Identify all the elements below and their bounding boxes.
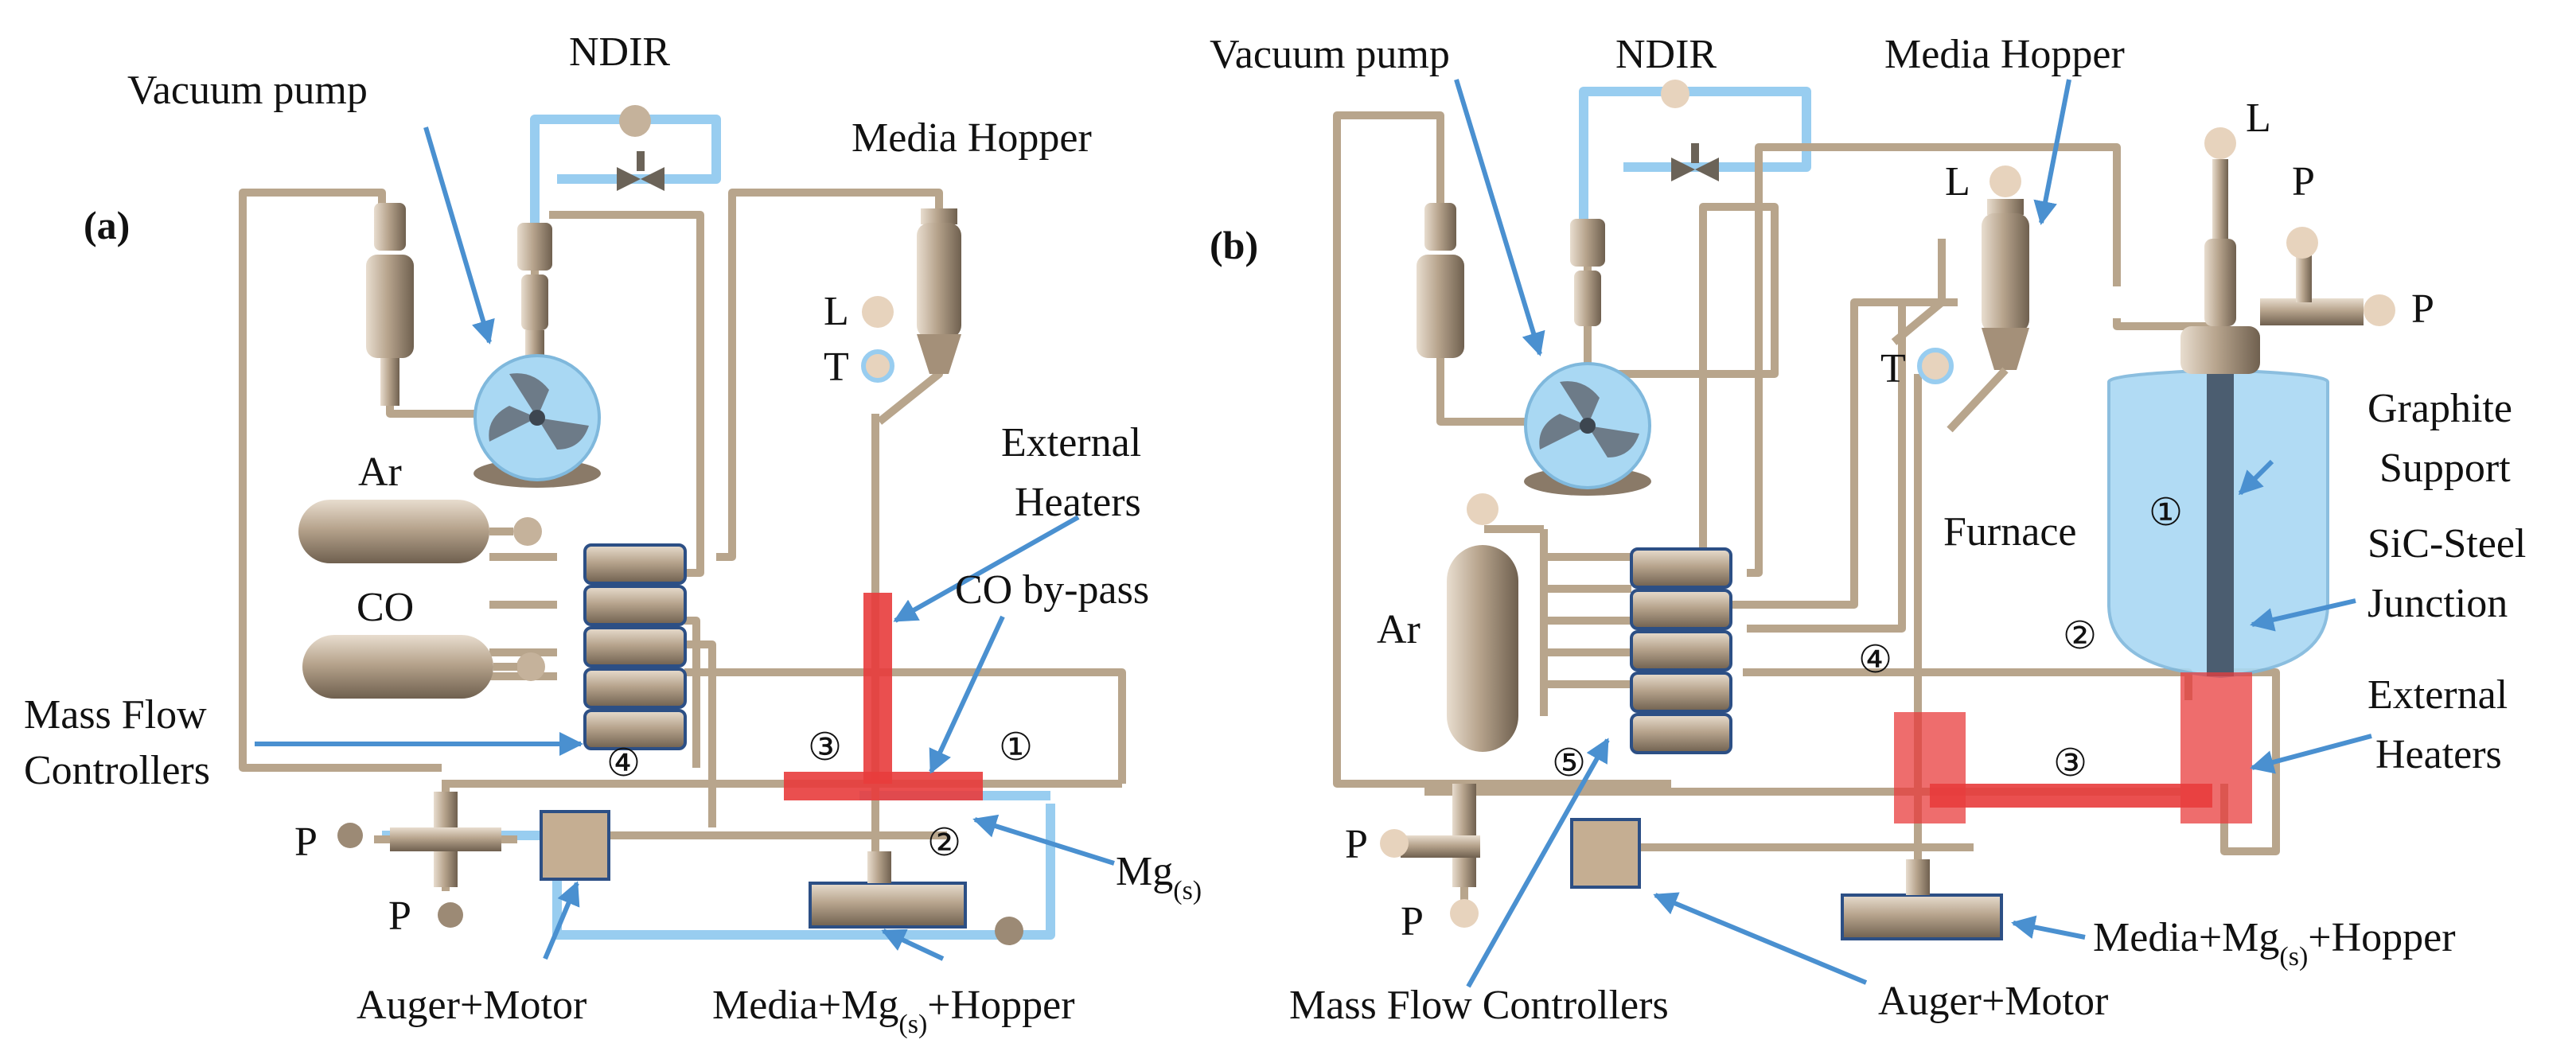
- ndir-valve-a: [617, 105, 664, 191]
- label-ext-2-b: Heaters: [2375, 732, 2502, 777]
- marker-5-b: ⑤: [1552, 741, 1586, 785]
- marker-3-b: ③: [2053, 741, 2087, 785]
- mass-flow-controllers-a: [583, 543, 687, 750]
- label-vacuum-pump: Vacuum pump: [127, 68, 368, 113]
- media-hopper-a: [917, 208, 961, 374]
- panel-tag-a: (a): [84, 203, 130, 247]
- level-sensor-icon: [862, 296, 894, 328]
- graphite-support: [2207, 374, 2234, 676]
- label-co: CO: [357, 585, 414, 630]
- label-p1-b: P: [1345, 822, 1368, 867]
- label-p-top1-b: P: [2292, 159, 2315, 204]
- marker-4: ④: [606, 741, 641, 785]
- label-mfc-1: Mass Flow: [24, 692, 207, 738]
- label-ar-b: Ar: [1377, 607, 1421, 652]
- callout-arrows-a: [255, 127, 1115, 961]
- label-media-mg-hopper: Media+Mg(s)+Hopper: [712, 983, 1075, 1039]
- label-p1: P: [294, 820, 318, 865]
- panel-tag-b: (b): [1210, 223, 1258, 267]
- label-ndir-b: NDIR: [1615, 32, 1717, 77]
- marker-1-b: ①: [2149, 490, 2183, 535]
- label-media-hopper-b: Media Hopper: [1884, 32, 2125, 77]
- temperature-sensor-icon: [861, 349, 894, 383]
- external-heaters-a: [784, 593, 983, 800]
- ar-cylinder-b: [1447, 493, 1518, 752]
- vacuum-pump-b: [1524, 362, 1651, 496]
- callout-arrows-b: [1454, 79, 2372, 988]
- label-ar: Ar: [358, 450, 402, 495]
- label-p2-b: P: [1401, 899, 1424, 944]
- ar-cylinder-a: [298, 500, 542, 563]
- marker-2: ②: [927, 820, 961, 865]
- cross-fitting-b: [1380, 784, 1480, 928]
- label-external-2: Heaters: [1015, 480, 1141, 525]
- label-furnace: Furnace: [1943, 509, 2076, 555]
- panel-a: (a) Vacuum pump NDIR Media Hopper L T Ex…: [24, 29, 1202, 1039]
- media-hopper-b: [1947, 165, 2029, 433]
- pressure-gauge-icon: [2286, 227, 2318, 259]
- marker-1: ①: [999, 725, 1033, 769]
- label-co-bypass: CO by-pass: [955, 567, 1149, 613]
- vacuum-column-b: [1417, 203, 1605, 358]
- label-l: L: [824, 289, 849, 334]
- label-p2: P: [388, 894, 411, 939]
- pressure-gauge-icon: [2364, 294, 2395, 326]
- pressure-gauge-icon: [438, 902, 463, 928]
- label-mg: Mg(s): [1116, 849, 1202, 905]
- label-p-top2-b: P: [2411, 286, 2434, 332]
- pressure-gauge-icon: [1380, 829, 1409, 858]
- vacuum-column-a: [366, 203, 552, 406]
- pressure-gauge-icon: [337, 823, 363, 848]
- vacuum-pump-a: [474, 354, 601, 488]
- label-graphite-2: Support: [2379, 446, 2511, 491]
- label-ext-1-b: External: [2368, 672, 2508, 718]
- label-l2-b: L: [2246, 95, 2271, 141]
- label-mmh-b: Media+Mg(s)+Hopper: [2093, 915, 2456, 971]
- label-mfc-b: Mass Flow Controllers: [1289, 983, 1669, 1028]
- external-heaters-b: [1894, 672, 2252, 823]
- label-external-1: External: [1001, 420, 1141, 465]
- label-t-b: T: [1880, 346, 1906, 391]
- media-mg-hopper-a: [809, 851, 1023, 945]
- media-mg-hopper-b: [1841, 859, 2003, 940]
- temperature-sensor-icon: [1917, 348, 1954, 384]
- level-sensor-icon: [1989, 165, 2021, 197]
- label-sic-2: Junction: [2368, 581, 2508, 626]
- mass-flow-controllers-b: [1630, 547, 1732, 754]
- label-media-hopper: Media Hopper: [852, 115, 1092, 161]
- marker-3: ③: [808, 725, 842, 769]
- ndir-valve-b: [1671, 143, 1719, 181]
- label-l1-b: L: [1945, 159, 1970, 204]
- label-auger-motor-b: Auger+Motor: [1878, 979, 2108, 1024]
- label-t: T: [824, 345, 849, 390]
- label-auger-motor: Auger+Motor: [357, 983, 587, 1028]
- panel-b: (b) Vacuum pump NDIR Media Hopper L L P …: [1210, 32, 2526, 1028]
- fan-icon: [489, 373, 589, 450]
- marker-4-b: ④: [1858, 637, 1892, 682]
- label-sic-1: SiC-Steel: [2368, 521, 2526, 566]
- label-graphite-1: Graphite: [2368, 386, 2512, 431]
- pressure-gauge-icon: [1450, 899, 1479, 928]
- gas-sample-lines-b: [1579, 80, 1811, 219]
- label-mfc-2: Controllers: [24, 748, 210, 793]
- label-vacuum-pump-b: Vacuum pump: [1210, 32, 1450, 77]
- fan-icon: [1539, 381, 1639, 457]
- furnace-b: [2107, 127, 2395, 679]
- label-ndir: NDIR: [569, 29, 670, 75]
- marker-2-b: ②: [2063, 613, 2097, 658]
- level-sensor-icon: [2204, 127, 2236, 159]
- auger-motor-a: [540, 810, 610, 881]
- auger-motor-b: [1570, 818, 1641, 889]
- cross-fitting-a: [337, 792, 501, 928]
- co-cylinder-a: [302, 635, 545, 699]
